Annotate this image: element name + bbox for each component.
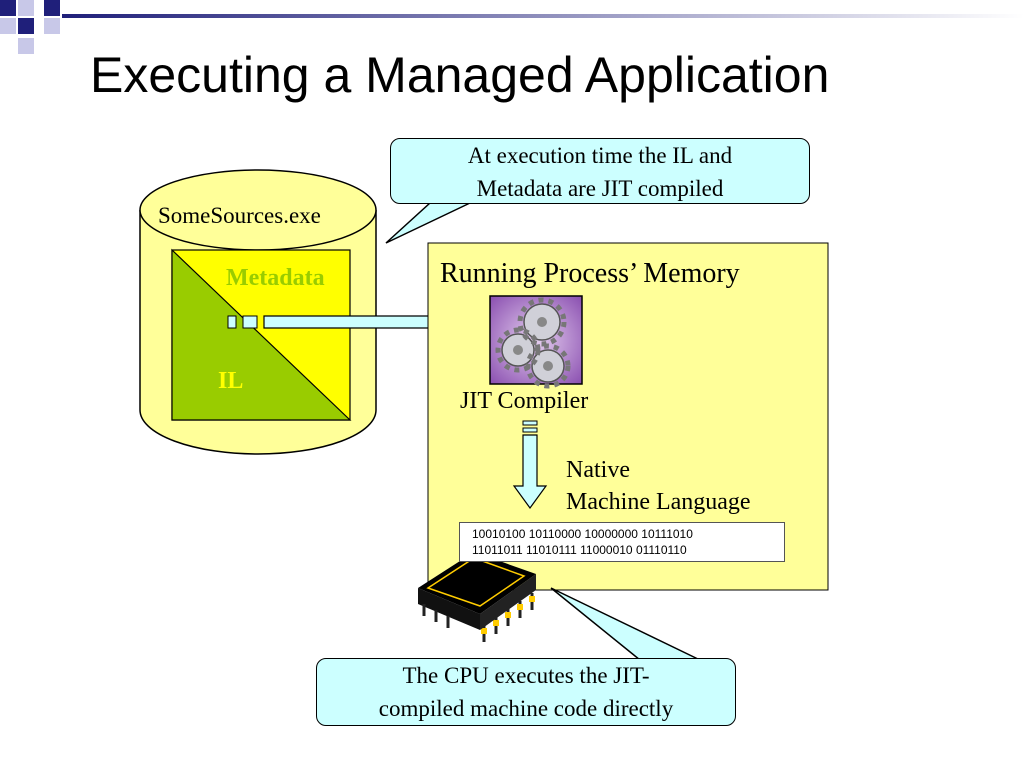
memory-label: Running Process’ Memory — [440, 258, 740, 289]
callout-top-line-1: At execution time the IL and — [467, 143, 733, 168]
native-label-line-1: Native — [566, 457, 630, 483]
callout-bottom-line-1: The CPU executes the JIT- — [402, 663, 650, 688]
il-label: IL — [218, 368, 244, 394]
callout-top-line-2: Metadata are JIT compiled — [476, 176, 724, 201]
callout-top-tail — [385, 202, 471, 244]
native-label-line-2: Machine Language — [566, 489, 751, 515]
metadata-label: Metadata — [226, 265, 325, 291]
compile-down-arrow — [512, 420, 548, 510]
jit-compiler-label: JIT Compiler — [460, 388, 589, 414]
callout-bottom-line-2: compiled machine code directly — [378, 696, 674, 721]
callout-bottom-tail — [550, 587, 701, 661]
machine-code-line-1: 10010100 10110000 10000000 10111010 — [472, 527, 693, 541]
callout-cpu-executes: The CPU executes the JIT- compiled machi… — [316, 658, 736, 726]
exe-file-label: SomeSources.exe — [158, 203, 321, 228]
native-code-label: Native Machine Language — [566, 454, 751, 518]
il-token-1 — [227, 315, 237, 329]
il-metadata-square — [171, 248, 352, 421]
cpu-chip-icon — [418, 552, 536, 642]
slide-title: Executing a Managed Application — [90, 47, 830, 103]
callout-jit-timing: At execution time the IL and Metadata ar… — [390, 138, 810, 204]
gears-icon — [489, 295, 583, 389]
machine-code-box: 10010100 10110000 10000000 10111010 1101… — [459, 522, 785, 562]
il-token-2 — [242, 315, 258, 329]
machine-code-line-2: 11011011 11010111 11000010 01110110 — [472, 543, 687, 557]
corner-decoration — [0, 0, 1024, 54]
